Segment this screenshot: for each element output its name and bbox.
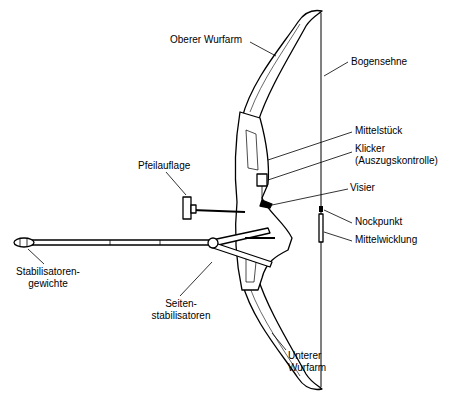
serving bbox=[319, 214, 323, 242]
side-stabilizer bbox=[210, 242, 272, 267]
side-stabilizer-label: Seiten- stabilisatoren bbox=[143, 298, 219, 322]
sight-label: Pfeilauflage bbox=[138, 160, 188, 172]
upper-limb bbox=[242, 10, 322, 122]
weights-label: Stabilisatoren- gewichte bbox=[8, 266, 88, 290]
stabilizer-rod bbox=[32, 240, 212, 245]
arrow-rest bbox=[260, 200, 272, 208]
limb-label: Oberer Wurfarm bbox=[170, 34, 260, 46]
bowstring bbox=[321, 13, 322, 387]
limb-label: Unterer Wurfarm bbox=[288, 350, 340, 374]
rest-label: Visier bbox=[350, 182, 430, 194]
nocking-label: Nockpunkt bbox=[355, 216, 435, 228]
v-bar bbox=[208, 238, 218, 248]
leader-lines bbox=[28, 42, 352, 350]
sight-bar bbox=[192, 210, 245, 212]
riser-label: Mittelstück bbox=[355, 125, 435, 137]
string-label: Bogensehne bbox=[351, 56, 431, 68]
nocking-point bbox=[319, 206, 323, 212]
serving-label: Mittelwicklung bbox=[355, 234, 445, 246]
stabilizer-weights bbox=[14, 238, 34, 247]
clicker-label: Klicker (Auszugskontrolle) bbox=[355, 143, 451, 167]
clicker bbox=[257, 174, 267, 186]
sight bbox=[183, 197, 191, 219]
